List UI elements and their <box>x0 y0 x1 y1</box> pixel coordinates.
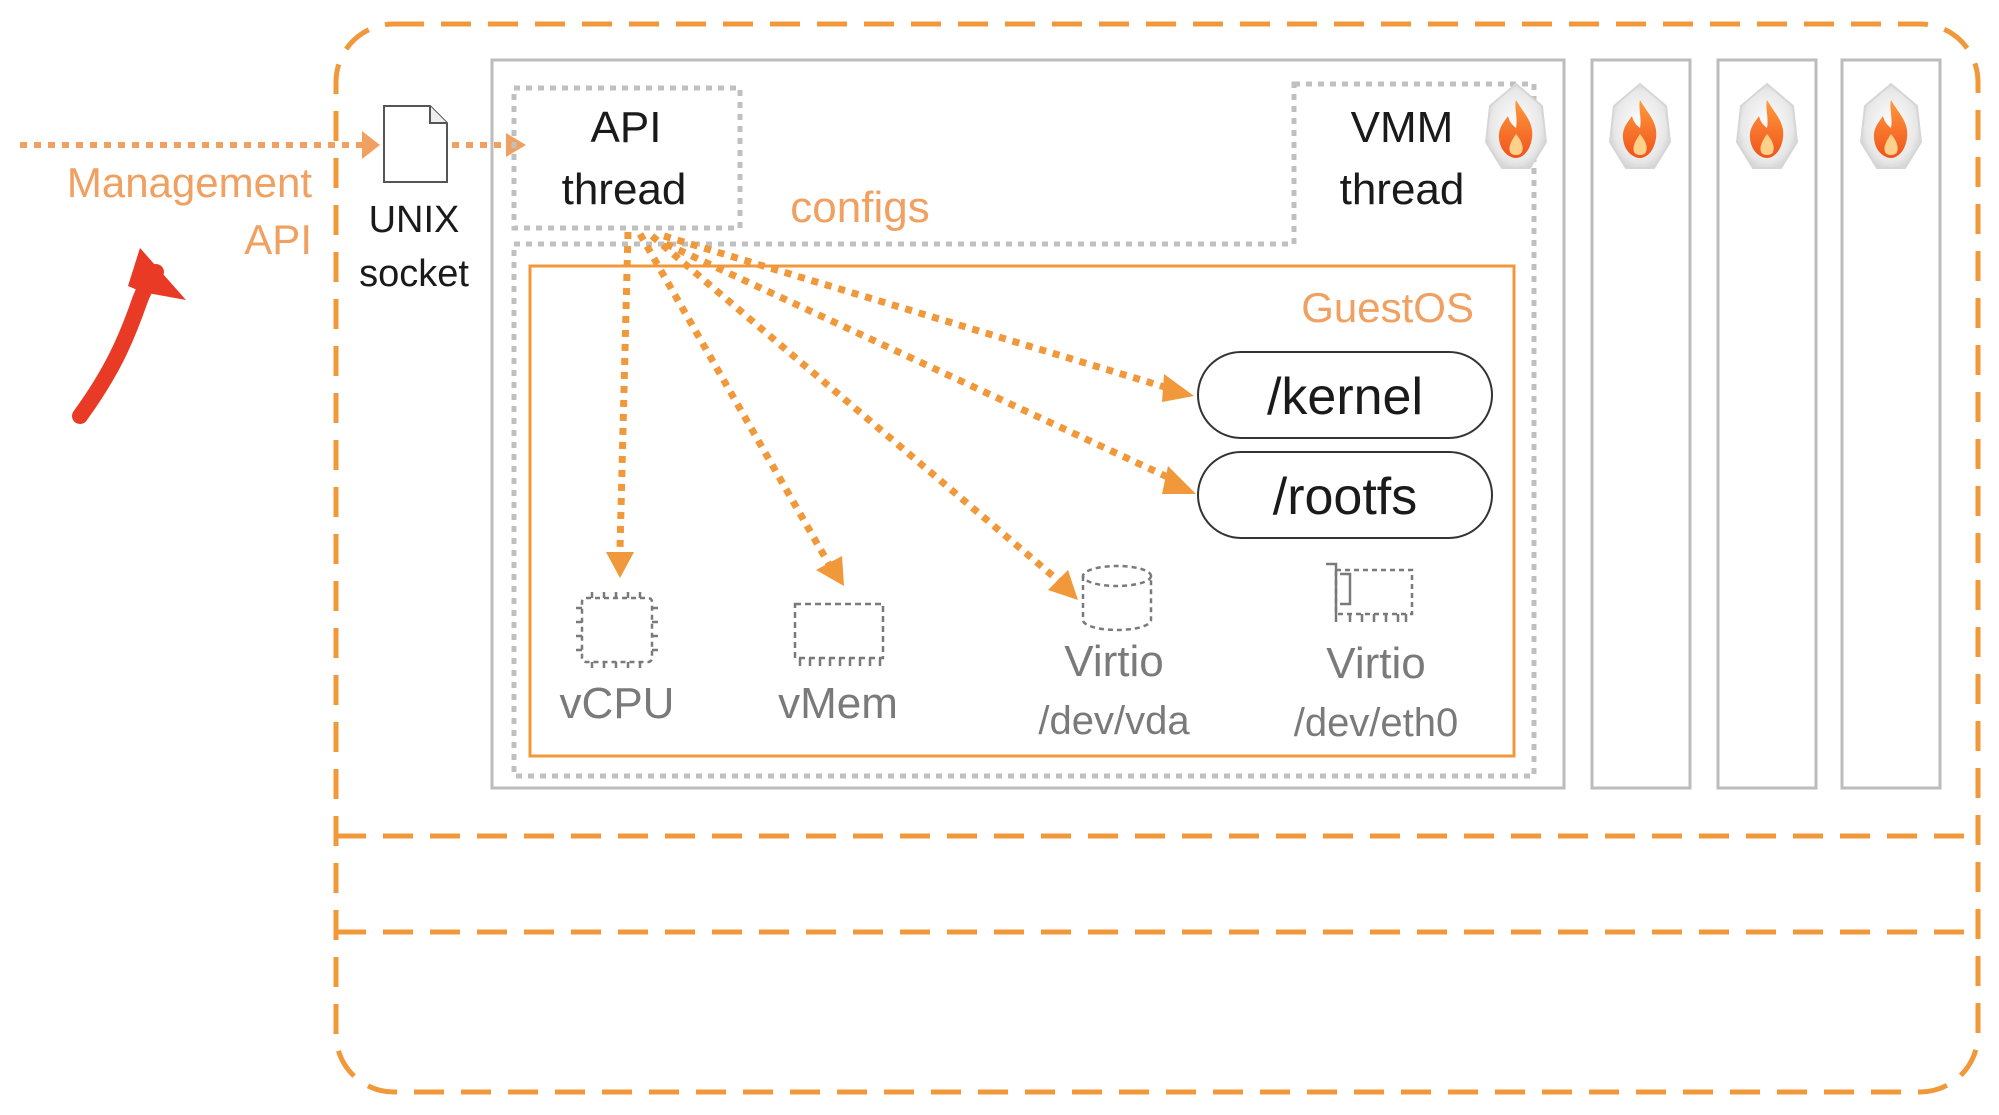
firecracker-flame-icon <box>1736 83 1798 169</box>
rootfs-pill <box>1197 451 1493 539</box>
config-arrow-rootfs <box>664 240 1176 484</box>
config-arrow-disk <box>649 233 1063 585</box>
microvm-column-3 <box>1716 58 1818 790</box>
config-arrow-kernel <box>662 232 1170 392</box>
kernel-label: /kernel <box>1267 368 1423 426</box>
device-label-vmem: vMem <box>778 679 898 728</box>
vmm-thread-label-line2: thread <box>1340 165 1465 214</box>
guestos-label: GuestOS <box>1301 284 1474 331</box>
microvm-column-2 <box>1590 58 1692 790</box>
firecracker-flame-icon <box>1485 83 1547 169</box>
firecracker-flame-icon <box>1609 83 1671 169</box>
red-callout-arrow <box>72 264 164 424</box>
socket-label-line1: UNIX <box>369 199 460 241</box>
management-api-label-line1: Management <box>67 159 312 206</box>
config-arrow-vmem <box>636 232 834 568</box>
api-thread-label-line1: API <box>591 103 662 152</box>
memory-module-icon <box>793 602 885 666</box>
config-arrow-vcpu <box>616 231 632 549</box>
disk-cylinder-icon <box>1081 564 1153 632</box>
file-icon <box>383 105 448 183</box>
device-sublabel-eth0: /dev/eth0 <box>1294 701 1459 745</box>
device-label-virtio-block: Virtio <box>1064 637 1163 686</box>
host-outer-container <box>333 21 1981 1095</box>
configs-label: configs <box>790 183 929 232</box>
rootfs-label: /rootfs <box>1273 468 1418 526</box>
firecracker-flame-icon <box>1860 83 1922 169</box>
vmm-thread-label-line1: VMM <box>1351 103 1454 152</box>
microvm-column-4 <box>1840 58 1942 790</box>
api-thread-label-line2: thread <box>562 165 687 214</box>
vmm-thread-region <box>511 81 1537 779</box>
microvm-box <box>490 58 1566 790</box>
device-sublabel-vda: /dev/vda <box>1038 699 1190 743</box>
network-card-icon <box>1326 562 1414 622</box>
socket-label-line2: socket <box>359 253 469 295</box>
cpu-chip-icon <box>576 592 658 668</box>
kernel-pill <box>1197 351 1493 439</box>
api-thread-box <box>511 85 743 231</box>
guestos-box <box>528 264 1516 758</box>
device-label-virtio-net: Virtio <box>1326 639 1425 688</box>
device-label-vcpu: vCPU <box>560 679 675 728</box>
management-api-label-line2: API <box>244 216 312 263</box>
